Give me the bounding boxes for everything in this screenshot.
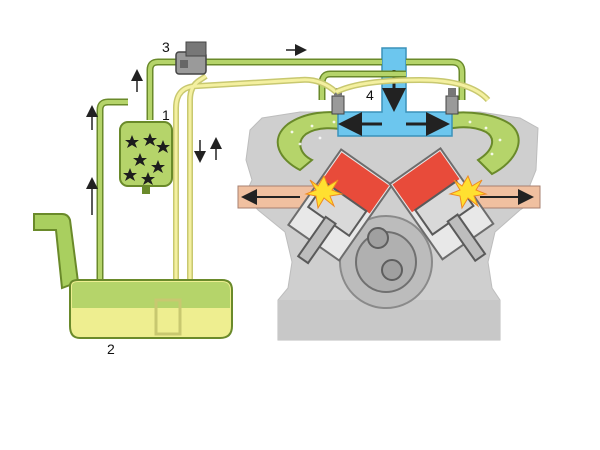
engine-block — [244, 111, 539, 341]
label-tank: 2 — [107, 341, 115, 357]
fuel-tank — [33, 213, 233, 339]
fuel-pump-icon — [175, 41, 207, 75]
combustion-chamber-right — [392, 151, 460, 213]
fuel-filter-icon — [119, 121, 173, 194]
tank-top-mixture — [72, 282, 230, 308]
crank-pin-left — [367, 227, 389, 249]
tank-filler-neck — [33, 213, 80, 290]
flow-arrows — [86, 44, 307, 215]
connecting-rod-left — [296, 215, 337, 265]
crank-pin-right — [381, 259, 403, 281]
combustion-spark-icon — [304, 174, 488, 210]
connecting-rod-right — [446, 213, 487, 263]
mixture-dots — [290, 120, 502, 156]
label-pump: 3 — [162, 39, 170, 55]
tank-pickup — [154, 298, 182, 336]
combustion-chamber-left — [322, 152, 390, 214]
label-intake: 4 — [366, 87, 374, 103]
fuel-lines — [96, 58, 491, 300]
exhaust-pipes — [237, 185, 541, 209]
label-filter: 1 — [162, 107, 170, 123]
